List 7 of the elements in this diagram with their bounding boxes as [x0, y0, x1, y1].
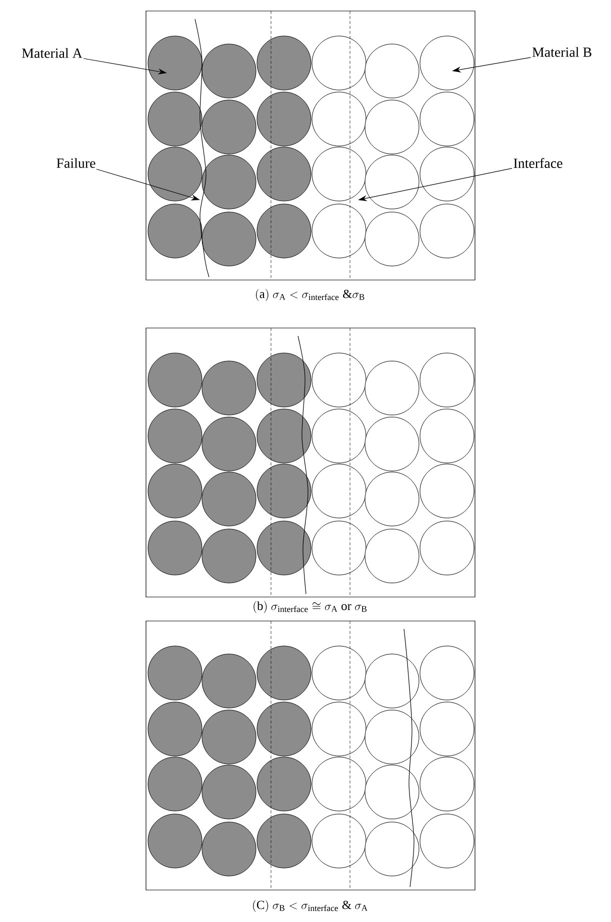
panel-caption: $\mathrm{(a)}\ \sigma_{\mathrm{A}} < \sigma_{\mathrm{interface}}\ \&\sigma_{\mathrm{B}}$ — [256, 289, 364, 301]
panel-caption: $\mathrm{(C)}\ \sigma_{\mathrm{B}} < \sigma_{\mathrm{interface}}\ \&\ \sigma_{\mathrm{A}}$ — [253, 900, 368, 912]
callout-label: Material A — [22, 48, 82, 58]
callout-label: Interface — [514, 158, 562, 168]
callout-label: Material B — [532, 47, 592, 57]
callout-label: Failure — [56, 158, 96, 168]
panel-caption: $\mathrm{(b)}\ \sigma_{\mathrm{interface}} \cong \sigma_{\mathrm{A}}\ \mathrm{or}\ \sigma_{\mathrm{B}}$ — [254, 601, 367, 613]
